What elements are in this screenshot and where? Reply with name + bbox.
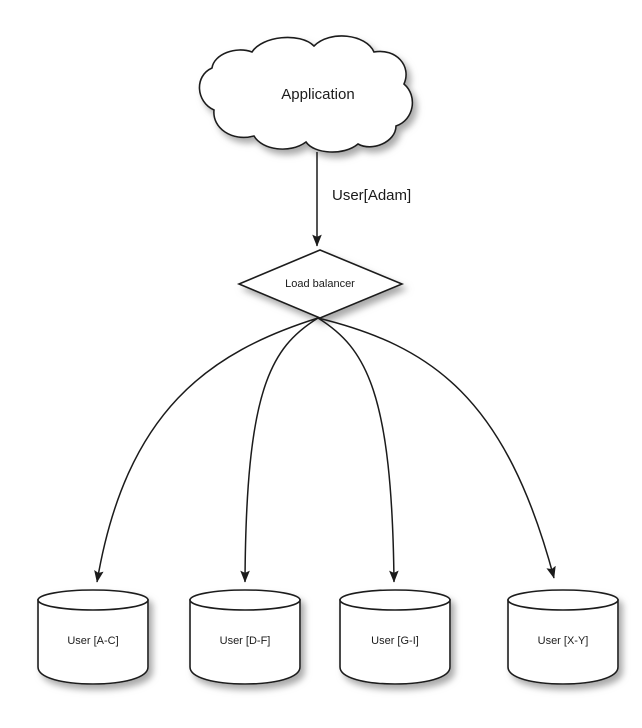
edge-balancer-to-db-4 — [317, 317, 556, 579]
cylinder-top-2 — [189, 589, 301, 611]
cloud-shape — [198, 35, 414, 153]
load-balancer-label: Load balancer — [285, 278, 355, 290]
database-4-label: User [X-Y] — [538, 635, 589, 647]
cylinder-body-1 — [37, 599, 149, 685]
database-3-label: User [G-I] — [371, 635, 419, 647]
edge-balancer-to-db-2 — [240, 317, 319, 583]
application-label: Application — [281, 86, 354, 103]
cylinder-top-3 — [339, 589, 451, 611]
node-database-4[interactable]: User [X-Y] — [507, 589, 619, 685]
cylinder-top-4 — [507, 589, 619, 611]
cylinder-body-2 — [189, 599, 301, 685]
node-application[interactable]: Application — [198, 35, 414, 153]
edge-balancer-to-db-3 — [317, 317, 399, 583]
database-1-label: User [A-C] — [67, 635, 118, 647]
database-2-label: User [D-F] — [220, 635, 271, 647]
cylinder-body-3 — [339, 599, 451, 685]
cylinder-top-1 — [37, 589, 149, 611]
edge-balancer-to-db-1 — [94, 317, 319, 583]
cylinder-body-4 — [507, 599, 619, 685]
node-database-2[interactable]: User [D-F] — [189, 589, 301, 685]
node-database-3[interactable]: User [G-I] — [339, 589, 451, 685]
node-load-balancer[interactable]: Load balancer — [236, 249, 405, 319]
node-database-1[interactable]: User [A-C] — [37, 589, 149, 685]
edge-label-user-adam: User[Adam] — [332, 187, 411, 204]
